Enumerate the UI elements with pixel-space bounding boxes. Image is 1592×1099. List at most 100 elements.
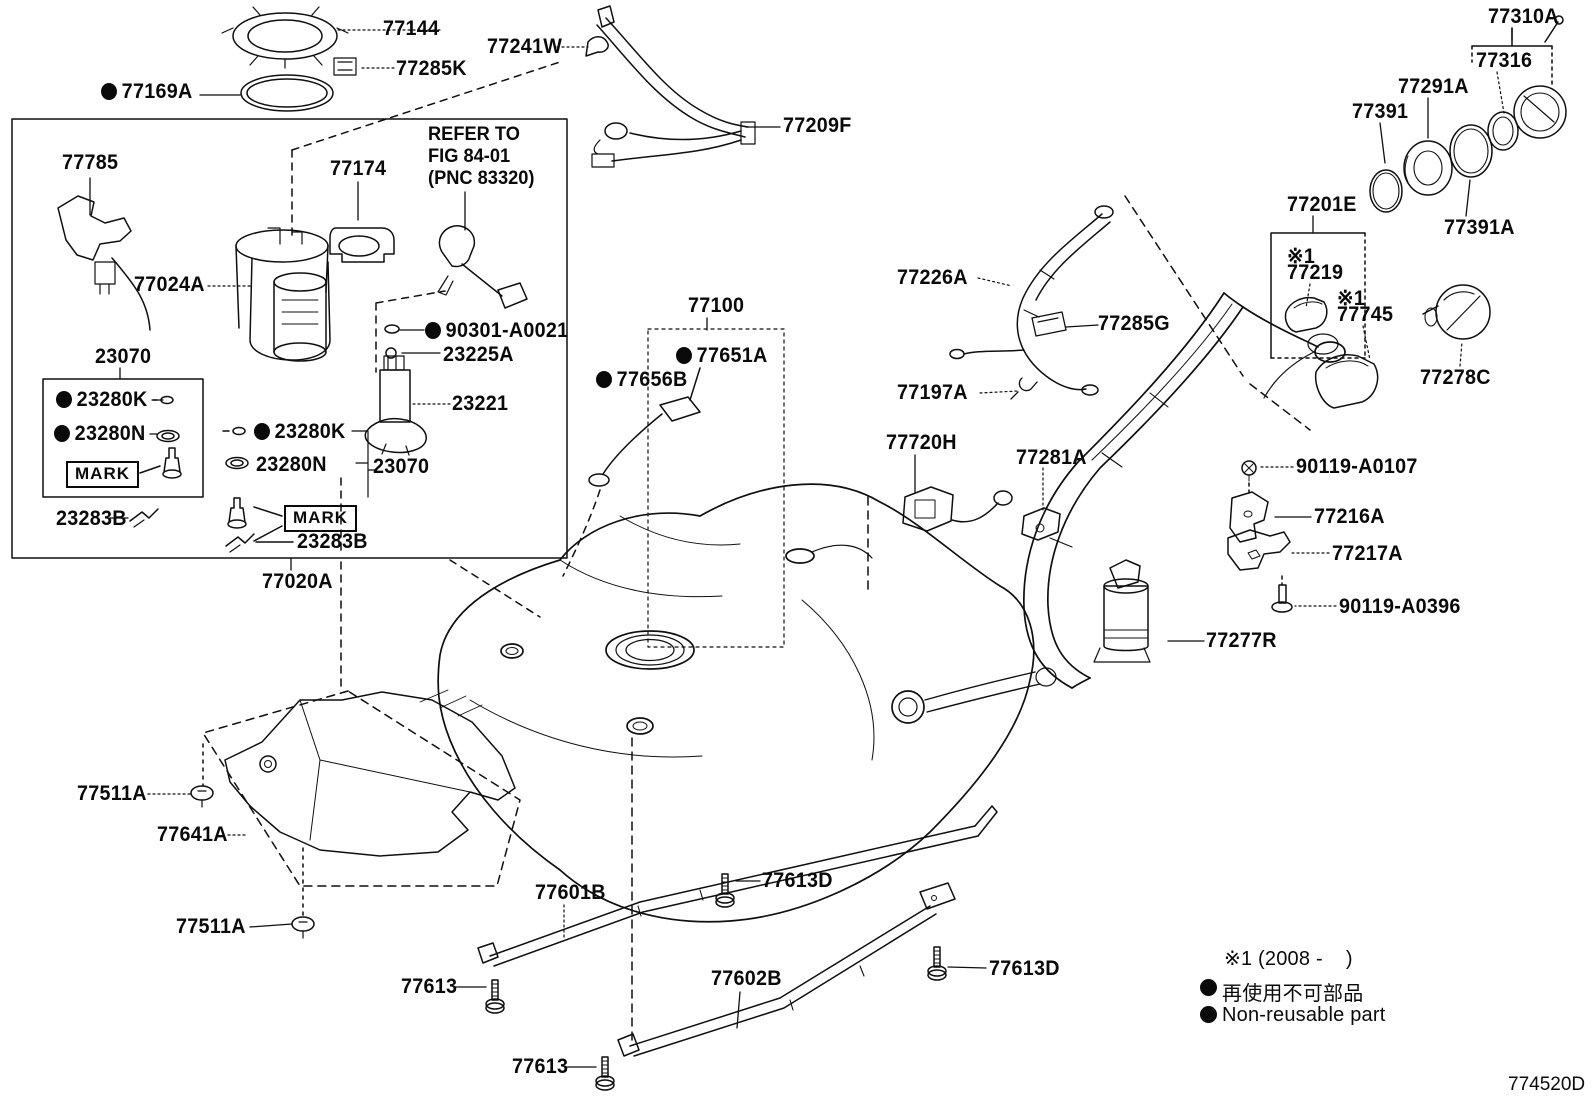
label-77285G: 77285G (1098, 313, 1170, 334)
label-23280N-1: 23280N (54, 423, 146, 444)
ring-77316-art (1488, 112, 1518, 150)
bolt-77613D-2-art (927, 946, 947, 981)
label-77613-1: 77613 (401, 976, 457, 997)
label-text: 23280N (74, 422, 146, 445)
tank-band-77602B-art (618, 883, 955, 1056)
label-77169A: 77169A (101, 81, 193, 102)
clamp-77197A-art (1011, 378, 1037, 399)
bolt-77613-1-art (485, 979, 505, 1014)
label-23280N-2: 23280N (256, 454, 327, 475)
label-77201E: 77201E (1287, 194, 1357, 215)
label-text: 77285K (396, 57, 467, 80)
label-77613-2: 77613 (512, 1056, 568, 1077)
filler-pipe-art (1024, 293, 1345, 688)
label-text: 23283B (56, 507, 127, 530)
non-reusable-bullet-icon (676, 347, 692, 364)
label-23070-2: 23070 (373, 456, 429, 477)
label-text: 77720H (886, 431, 957, 454)
fuel-lock-ring-art (222, 7, 348, 68)
label-77278C: 77278C (1420, 367, 1491, 388)
seal-group2-art (223, 428, 376, 553)
label-77613D-2: 77613D (989, 958, 1060, 979)
label-23280K-1: 23280K (56, 389, 148, 410)
vapor-pipe-77226A-art (950, 206, 1113, 395)
label-text: 23280N (256, 453, 327, 476)
label-text: 77278C (1420, 366, 1491, 389)
label-77241W: 77241W (487, 36, 562, 57)
label-text: ※1 (1287, 245, 1316, 268)
construction-dashes-filler (868, 196, 1310, 590)
label-77601B: 77601B (535, 882, 606, 903)
fuel-cap-77310A-art (1472, 16, 1566, 138)
construction-dashes-left (292, 62, 560, 688)
label-star-77745: ※1 (1337, 288, 1365, 309)
label-77144: 77144 (383, 18, 439, 39)
label-text: 77651A (696, 344, 768, 367)
label-77310A: 77310A (1488, 6, 1559, 27)
label-23283B-2: 23283B (297, 531, 368, 552)
tank-band-77601B-art (478, 806, 997, 966)
clip-77511A-1-art (190, 785, 214, 808)
label-text: 77602B (711, 967, 782, 990)
label-legend-jp: 再使用不可部品 (1200, 977, 1363, 1006)
label-77651A: 77651A (676, 345, 768, 366)
label-23221: 23221 (452, 393, 508, 414)
label-text: 77785 (62, 151, 119, 174)
label-text: 77020A (262, 570, 333, 593)
seal-kit-box (43, 379, 203, 497)
label-90119-A0107: 90119-A0107 (1296, 456, 1418, 477)
label-text: 77613D (989, 957, 1060, 980)
label-77226A: 77226A (897, 267, 968, 288)
label-77281A: 77281A (1016, 447, 1087, 468)
label-77391A: 77391A (1444, 217, 1515, 238)
heat-shield-77641A-art (225, 690, 515, 856)
valve-77720H-art (903, 487, 1012, 531)
label-text: MARK (75, 464, 130, 483)
label-text: ※1 (1337, 287, 1366, 310)
pump-77277R-art (1094, 560, 1150, 662)
label-star-77219: ※1 (1287, 246, 1315, 267)
label-77316: 77316 (1476, 50, 1532, 71)
label-text: 77641A (157, 823, 228, 846)
label-text: 23280K (76, 388, 148, 411)
label-23283B-1: 23283B (56, 508, 127, 529)
label-77602B: 77602B (711, 968, 782, 989)
label-text: 77217A (1332, 542, 1403, 565)
label-77291A: 77291A (1398, 76, 1469, 97)
label-text: 77209F (783, 114, 852, 137)
label-77219: 77219 (1287, 262, 1343, 283)
label-77216A: 77216A (1314, 506, 1385, 527)
label-text: 77656B (616, 368, 688, 391)
bracket-77217A-art (1228, 530, 1290, 570)
pump-module-77024A-art (236, 228, 330, 361)
harness-77785-art (58, 196, 150, 330)
label-text: 77281A (1016, 446, 1087, 469)
label-text: 77391A (1444, 216, 1515, 239)
pump-module-box (12, 119, 567, 558)
bracket-77216A-art (1230, 492, 1268, 542)
non-reusable-bullet-icon (596, 371, 612, 388)
fuel-pump-23221-art (365, 356, 426, 455)
label-text: 77613 (512, 1055, 569, 1078)
non-reusable-bullet-icon (54, 425, 70, 442)
label-77613D-1: 77613D (762, 870, 833, 891)
label-text: 77174 (330, 157, 387, 180)
label-90301-A0021: 90301-A0021 (425, 320, 568, 341)
clip-77511A-2-art (291, 916, 315, 939)
small-seals-art (385, 325, 399, 358)
label-text: 23221 (452, 392, 509, 415)
heat-shield-dash-box (203, 691, 520, 916)
label-text: 再使用不可部品 (1222, 983, 1364, 1005)
connector-77285K-art (334, 58, 356, 75)
label-23280K-2: 23280K (254, 421, 346, 442)
capless-unit-77278C-art (1423, 285, 1490, 339)
non-reusable-bullet-icon (425, 322, 441, 339)
label-text: 77144 (383, 17, 440, 40)
non-reusable-bullet-icon (254, 423, 270, 440)
oring-77391A-art (1450, 125, 1492, 177)
label-text: 77613 (401, 975, 458, 998)
neck-box-77201E (1271, 233, 1365, 358)
label-77277R: 77277R (1206, 630, 1277, 651)
grommet-77291A-art (1404, 141, 1452, 195)
bolt-90119-A0107-art (1242, 461, 1256, 497)
